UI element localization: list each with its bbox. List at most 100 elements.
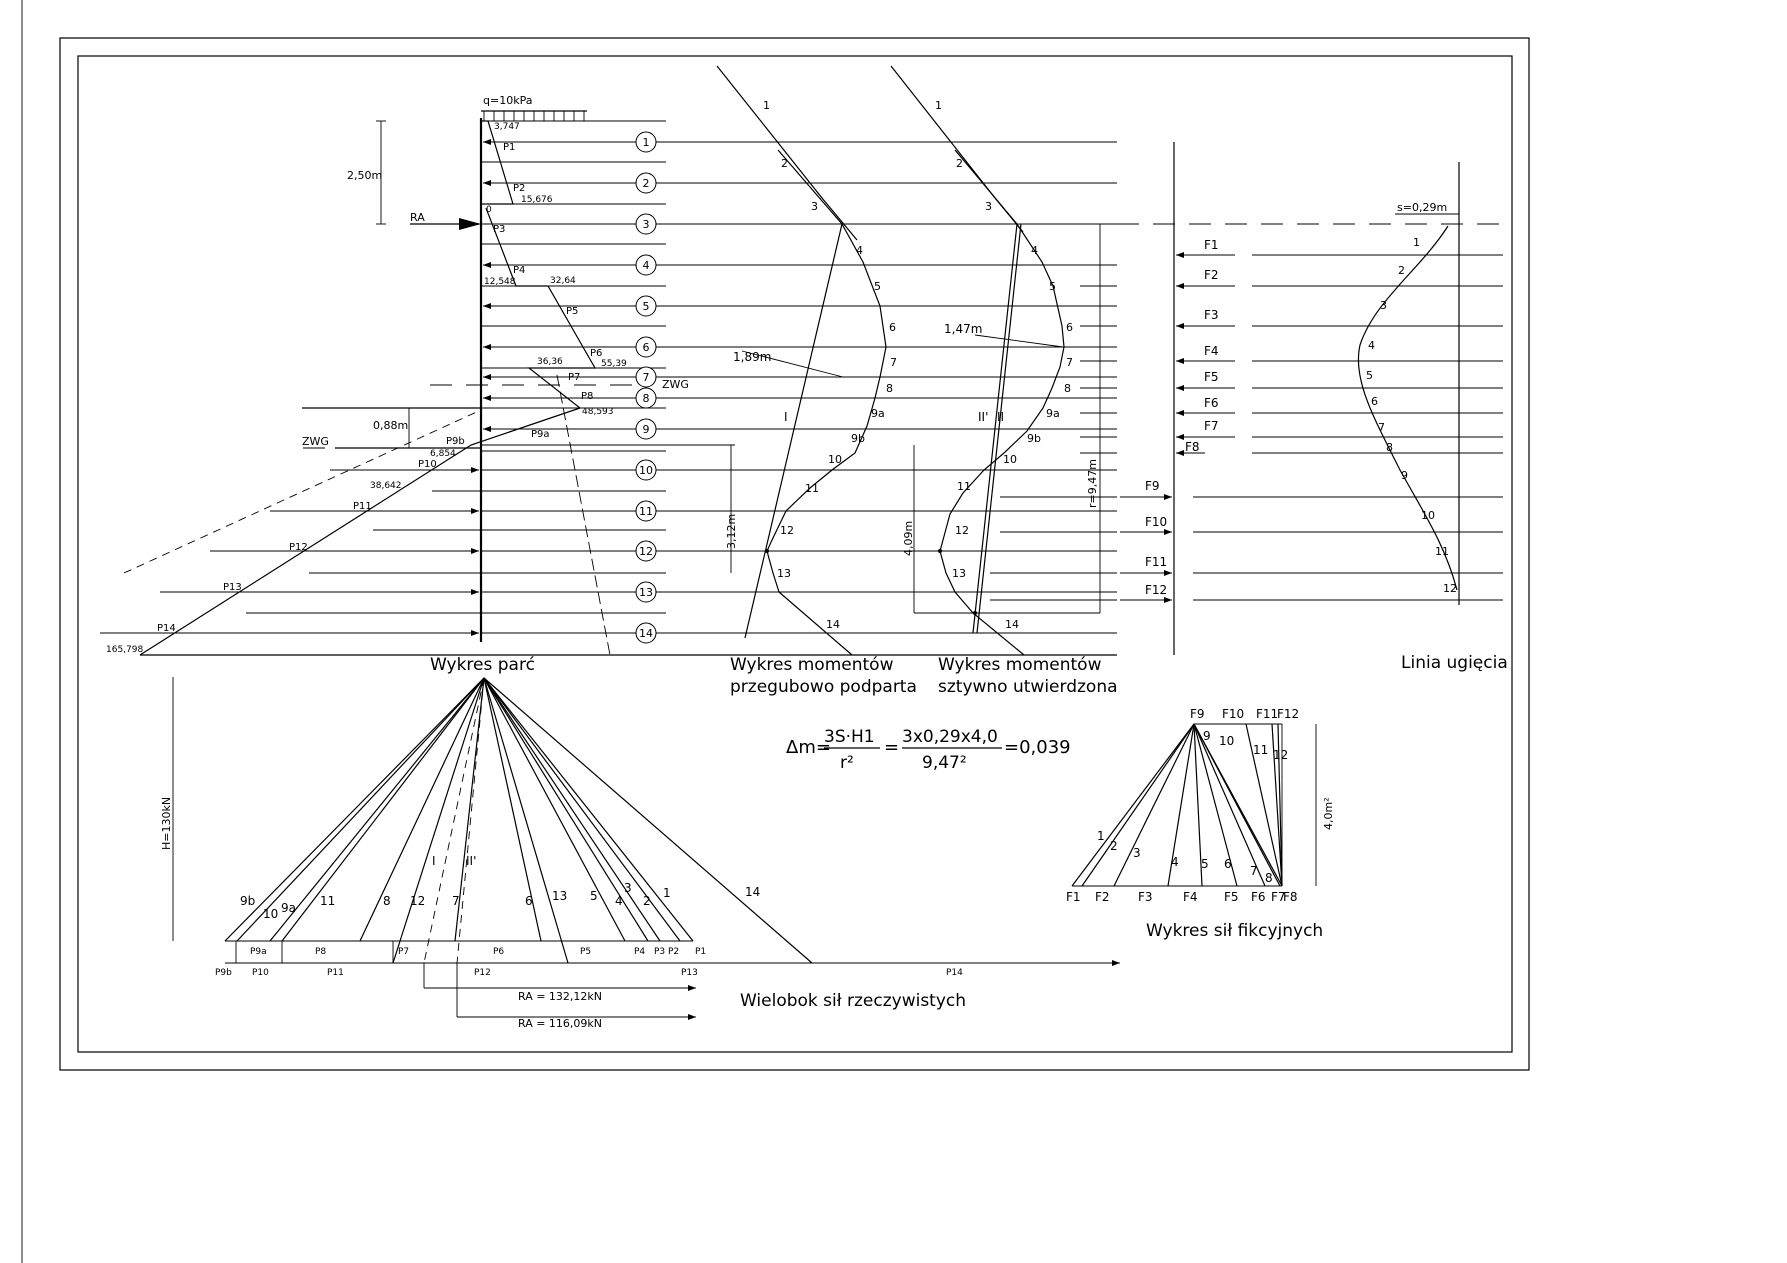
svg-text:P4: P4 xyxy=(513,265,525,276)
svg-text:14: 14 xyxy=(745,885,760,899)
strip-number: 1 xyxy=(643,136,650,149)
strip-circle xyxy=(635,500,657,522)
svg-text:F3: F3 xyxy=(1204,308,1219,322)
svg-text:7: 7 xyxy=(1250,864,1258,878)
svg-text:=: = xyxy=(884,737,899,758)
strip-circle xyxy=(635,172,657,194)
svg-text:36,36: 36,36 xyxy=(537,357,563,367)
svg-text:P2: P2 xyxy=(513,183,525,194)
svg-text:11: 11 xyxy=(957,480,971,493)
svg-text:P11: P11 xyxy=(327,968,344,978)
svg-text:P9a: P9a xyxy=(250,947,267,957)
strip-circle xyxy=(635,540,657,562)
fictitious-forces: F1 F2 F3 F4 F5 F6 F7 F8 F9 F10 F11 F12 xyxy=(1117,142,1503,655)
svg-text:F10: F10 xyxy=(1222,707,1244,721)
svg-text:F11: F11 xyxy=(1256,707,1278,721)
svg-text:4: 4 xyxy=(1171,855,1179,869)
svg-text:7: 7 xyxy=(452,894,460,908)
svg-text:P1: P1 xyxy=(503,142,515,153)
svg-text:P9b: P9b xyxy=(446,436,465,447)
svg-text:12: 12 xyxy=(410,894,425,908)
svg-text:32,64: 32,64 xyxy=(550,276,576,286)
svg-text:12: 12 xyxy=(1273,748,1288,762)
strip-circle xyxy=(635,366,657,388)
svg-text:6: 6 xyxy=(1371,395,1378,408)
strip-circle xyxy=(635,581,657,603)
svg-text:r=9,47m: r=9,47m xyxy=(1086,459,1099,508)
svg-text:F2: F2 xyxy=(1204,268,1219,282)
svg-text:12: 12 xyxy=(955,524,969,537)
svg-text:14: 14 xyxy=(1005,618,1019,631)
svg-text:Wykres momentów: Wykres momentów xyxy=(730,655,894,675)
svg-text:6: 6 xyxy=(1224,857,1232,871)
svg-text:F9: F9 xyxy=(1145,479,1160,493)
svg-text:2: 2 xyxy=(781,157,788,170)
svg-text:4: 4 xyxy=(1031,244,1038,257)
strip-number: 3 xyxy=(643,218,650,231)
strip-circle xyxy=(635,387,657,409)
svg-text:9b: 9b xyxy=(240,894,255,908)
svg-text:1: 1 xyxy=(763,99,770,112)
svg-text:P8: P8 xyxy=(315,947,326,957)
strip-number: 11 xyxy=(639,505,653,518)
svg-text:P1: P1 xyxy=(695,947,706,957)
strip-number: 4 xyxy=(643,259,650,272)
svg-text:3x0,29x4,0: 3x0,29x4,0 xyxy=(902,727,998,747)
svg-text:F4: F4 xyxy=(1183,890,1198,904)
svg-text:9a: 9a xyxy=(871,407,885,420)
strip-circle xyxy=(635,213,657,235)
svg-text:9a: 9a xyxy=(281,901,296,915)
svg-text:I: I xyxy=(432,854,436,868)
strip-number: 7 xyxy=(643,371,650,384)
svg-text:P6: P6 xyxy=(493,947,504,957)
svg-text:F8: F8 xyxy=(1185,440,1200,454)
pressure-title: Wykres parć xyxy=(430,655,535,675)
strip-number: 10 xyxy=(639,464,653,477)
svg-text:9b: 9b xyxy=(851,432,865,445)
svg-text:6,854: 6,854 xyxy=(430,449,456,459)
svg-text:9a: 9a xyxy=(1046,407,1060,420)
svg-text:11: 11 xyxy=(805,482,819,495)
svg-text:10: 10 xyxy=(1219,734,1234,748)
svg-text:Wykres momentów: Wykres momentów xyxy=(938,655,1102,675)
svg-text:P10: P10 xyxy=(418,459,437,470)
svg-text:13: 13 xyxy=(777,567,791,580)
svg-text:6: 6 xyxy=(889,321,896,334)
svg-text:=0,039: =0,039 xyxy=(1004,737,1071,758)
svg-text:1: 1 xyxy=(1097,829,1105,843)
svg-text:P11: P11 xyxy=(353,501,372,512)
svg-text:3: 3 xyxy=(1133,846,1141,860)
svg-text:9: 9 xyxy=(1401,469,1408,482)
svg-text:sztywno utwierdzona: sztywno utwierdzona xyxy=(938,677,1118,697)
svg-text:P6: P6 xyxy=(590,348,602,359)
outer-frame xyxy=(59,37,1530,1071)
svg-text:RA = 132,12kN: RA = 132,12kN xyxy=(518,990,602,1003)
svg-text:14: 14 xyxy=(826,618,840,631)
svg-text:P14: P14 xyxy=(946,968,963,978)
svg-text:I: I xyxy=(784,410,788,424)
svg-text:13: 13 xyxy=(552,889,567,903)
svg-text:12: 12 xyxy=(1443,582,1457,595)
svg-text:F5: F5 xyxy=(1224,890,1239,904)
svg-text:4,0m²: 4,0m² xyxy=(1322,797,1335,830)
svg-text:3,747: 3,747 xyxy=(494,122,520,132)
svg-text:7: 7 xyxy=(1066,356,1073,369)
svg-text:P4: P4 xyxy=(634,947,645,957)
svg-text:1,89m: 1,89m xyxy=(733,350,771,364)
svg-text:P3: P3 xyxy=(493,224,505,235)
svg-text:3: 3 xyxy=(985,200,992,213)
svg-text:3: 3 xyxy=(1380,299,1387,312)
strip-circle xyxy=(635,295,657,317)
svg-text:1: 1 xyxy=(935,99,942,112)
strip-circle xyxy=(635,336,657,358)
svg-text:F2: F2 xyxy=(1095,890,1110,904)
svg-text:10: 10 xyxy=(1421,509,1435,522)
svg-text:10: 10 xyxy=(828,453,842,466)
svg-text:9: 9 xyxy=(1203,729,1211,743)
svg-text:4: 4 xyxy=(615,894,623,908)
svg-text:s=0,29m: s=0,29m xyxy=(1397,201,1447,214)
svg-text:1: 1 xyxy=(1413,236,1420,249)
dim-088: 0,88m xyxy=(373,419,408,432)
svg-text:F1: F1 xyxy=(1066,890,1081,904)
